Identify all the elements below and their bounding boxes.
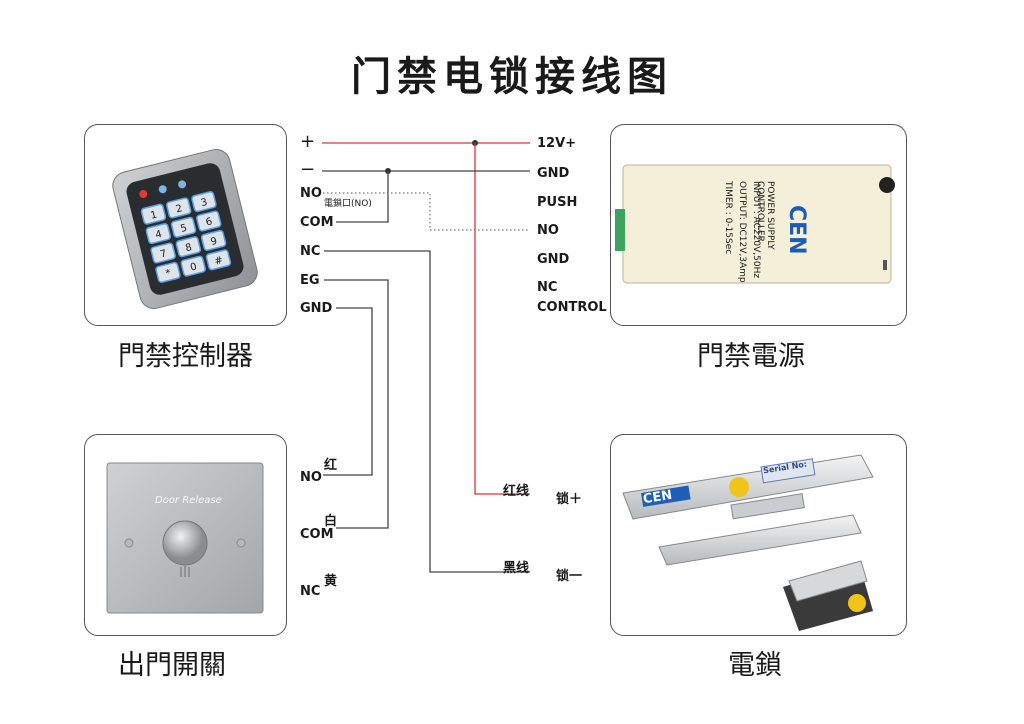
keypad-key-label: 9 <box>210 236 219 248</box>
keypad-key-label: 5 <box>179 223 188 235</box>
keypad-key <box>191 191 217 213</box>
keypad-key <box>140 203 167 225</box>
button-wire-white: 白 <box>324 514 338 529</box>
controller-panel: 1 2 3 4 5 6 7 8 9 * 0 # <box>84 124 287 326</box>
keypad-key-label: 3 <box>200 197 209 209</box>
terminal-eg: EG <box>300 273 320 288</box>
electric-lock-image <box>622 454 874 631</box>
terminal-minus: − <box>300 159 316 180</box>
caption-controller: 門禁控制器 <box>118 341 253 372</box>
keypad-key <box>165 197 192 219</box>
caption-lock: 電鎖 <box>728 650 782 681</box>
button-wire-yellow: 黄 <box>324 574 338 589</box>
power-terminal-no: NO <box>537 223 559 238</box>
power-terminal-gnd: GND <box>537 166 570 181</box>
terminal-gnd: GND <box>300 301 333 316</box>
button-terminal-com: COM <box>300 527 334 542</box>
keypad-key-label: 8 <box>184 242 193 254</box>
keypad-key-label: 7 <box>159 248 168 260</box>
lock-minus-label: 锁一 <box>556 569 583 584</box>
button-terminal-no: NO <box>300 470 322 485</box>
power-terminal-control: CONTROL <box>537 300 607 315</box>
keypad-key-label: 4 <box>154 229 163 241</box>
keypad-key <box>175 236 202 258</box>
lock-plus-label: 锁＋ <box>556 492 583 507</box>
exit-button-image <box>106 462 264 614</box>
keypad-key <box>170 216 197 238</box>
power-supply-image <box>615 164 895 284</box>
terminal-no: NO <box>300 186 322 201</box>
red-wire-label: 红线 <box>503 484 530 499</box>
black-wire-label: 黑线 <box>503 561 530 576</box>
keypad-key <box>155 261 181 283</box>
keypad-key <box>196 210 222 232</box>
keypad-key-label: 1 <box>149 210 158 222</box>
keypad-key <box>150 242 176 264</box>
button-terminal-nc: NC <box>300 584 321 599</box>
keypad-keys: 1 2 3 4 5 6 7 8 9 * 0 # <box>140 191 232 283</box>
power-terminal-push: PUSH <box>537 195 578 210</box>
keypad-key <box>145 223 172 245</box>
caption-exit-button: 出門開關 <box>118 650 226 681</box>
keypad-key <box>180 255 206 277</box>
exit-button-panel: Door Release <box>84 434 287 636</box>
lock-panel: CEN Serial No: <box>610 434 907 636</box>
keypad-key-label: 6 <box>205 216 214 228</box>
caption-power: 門禁電源 <box>697 341 805 372</box>
terminal-com: COM <box>300 215 334 230</box>
button-plate-text: Door Release <box>155 495 222 506</box>
keypad-key-label: 2 <box>175 203 184 215</box>
power-terminal-nc: NC <box>537 280 558 295</box>
button-wire-red: 红 <box>324 458 338 473</box>
power-terminal-gnd2: GND <box>537 252 570 267</box>
terminal-nc: NC <box>300 244 321 259</box>
power-terminal-12v: 12V+ <box>537 136 577 151</box>
keypad-key-label: 0 <box>189 261 198 273</box>
terminal-no-note: 電鎖口(NO) <box>324 199 372 209</box>
power-panel: CEN POWER SUPPLY CONTROLLER INPUT : AC22… <box>610 124 907 326</box>
keypad-key-label: # <box>213 255 224 268</box>
terminal-plus: + <box>300 131 316 152</box>
diagram-title: 门禁电锁接线图 <box>351 54 673 100</box>
keypad-key <box>200 229 227 251</box>
keypad-key <box>205 249 232 271</box>
keypad-key-label: * <box>165 268 173 280</box>
